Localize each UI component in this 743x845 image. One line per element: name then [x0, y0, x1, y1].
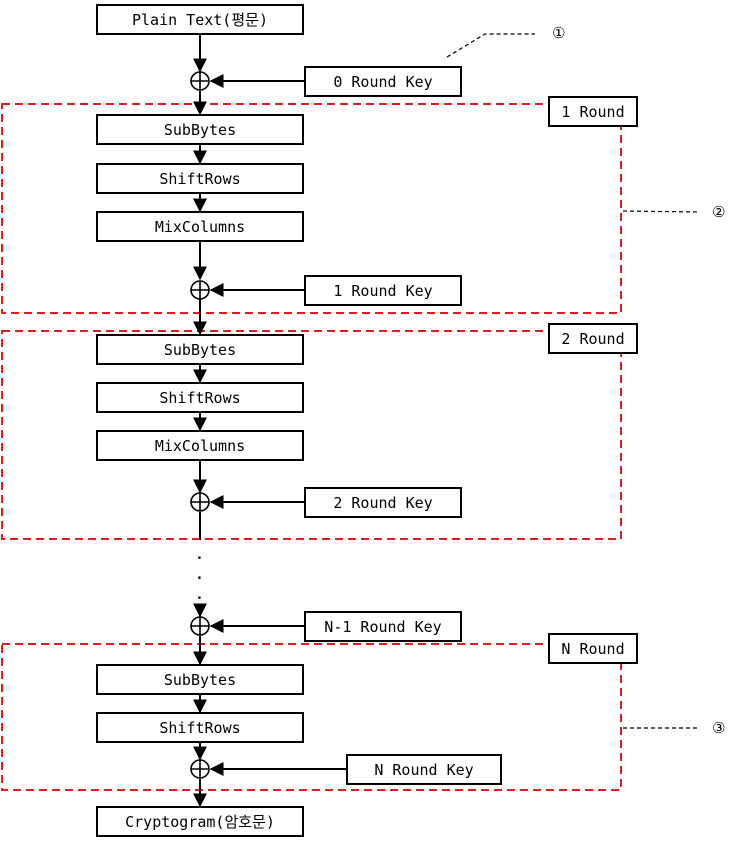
- round-2-title: 2 Round: [548, 323, 638, 354]
- round-n-frame: [1, 643, 622, 791]
- xor-symbol: [190, 492, 210, 512]
- callout-1-leader: [446, 33, 535, 58]
- round-2-subbytes-box: SubBytes: [96, 334, 304, 365]
- plain-text-box: Plain Text(평문): [96, 4, 304, 35]
- round-1-mixcolumns-box: MixColumns: [96, 211, 304, 242]
- round-1-subbytes-box: SubBytes: [96, 114, 304, 145]
- round-n-shiftrows-box: ShiftRows: [96, 712, 304, 743]
- xor-symbol: [190, 616, 210, 636]
- xor-symbol: [190, 280, 210, 300]
- ellipsis: . . .: [194, 543, 205, 604]
- xor-symbol: [190, 759, 210, 779]
- round-1-frame: [1, 103, 622, 314]
- round-n-subbytes-box: SubBytes: [96, 664, 304, 695]
- round-0-key-box: 0 Round Key: [304, 66, 462, 97]
- callout-2-leader: [622, 210, 701, 213]
- round-n-key-box: N Round Key: [346, 754, 502, 785]
- round-n-title: N Round: [548, 633, 638, 664]
- round-2-frame: [1, 330, 622, 540]
- callout-3: ③: [712, 719, 726, 737]
- round-1-title: 1 Round: [548, 96, 638, 127]
- callout-1: ①: [552, 24, 566, 42]
- round-2-key-box: 2 Round Key: [304, 487, 462, 518]
- xor-symbol: [190, 71, 210, 91]
- round-2-shiftrows-box: ShiftRows: [96, 382, 304, 413]
- round-n-minus-1-key-box: N-1 Round Key: [304, 611, 462, 642]
- round-1-shiftrows-box: ShiftRows: [96, 163, 304, 194]
- round-1-key-box: 1 Round Key: [304, 275, 462, 306]
- cryptogram-box: Cryptogram(암호문): [96, 806, 304, 837]
- round-2-mixcolumns-box: MixColumns: [96, 430, 304, 461]
- callout-2: ②: [712, 203, 726, 221]
